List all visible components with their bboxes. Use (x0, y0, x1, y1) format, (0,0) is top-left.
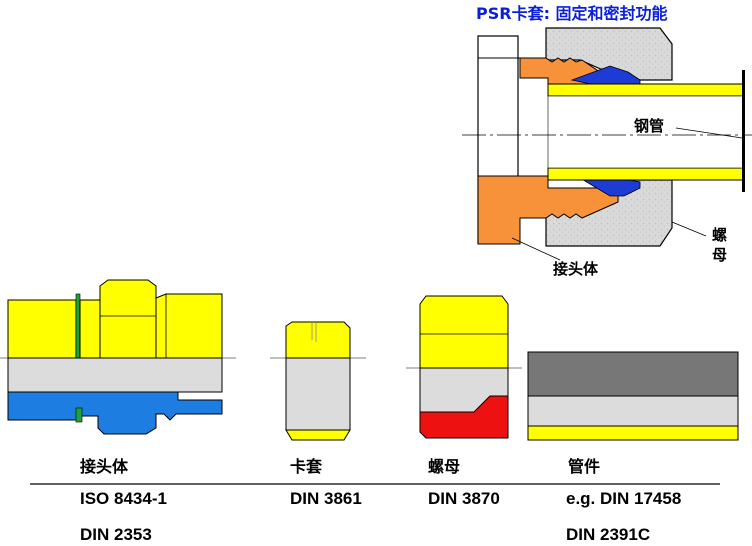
nut-drawing (406, 295, 522, 439)
fitting-body-drawing (0, 279, 236, 435)
tube-drawing (527, 351, 739, 441)
nut-label-char1: 螺 (712, 226, 727, 244)
ferrule-drawing (270, 321, 366, 441)
tube-wall-upper (547, 83, 745, 97)
diagram-title: PSR卡套: 固定和密封功能 (476, 4, 668, 23)
column-heading-body: 接头体 (80, 457, 129, 476)
column-heading-nut: 螺母 (428, 457, 460, 476)
standard-body-1: ISO 8434-1 (80, 489, 167, 508)
column-heading-ferrule: 卡套 (290, 457, 323, 476)
standard-tube-1: e.g. DIN 17458 (566, 489, 681, 508)
standard-tube-2: DIN 2391C (566, 525, 650, 544)
standard-ferrule-1: DIN 3861 (290, 489, 362, 508)
nut-label-char2: 母 (712, 246, 727, 264)
standard-body-2: DIN 2353 (80, 525, 152, 544)
column-heading-tube: 管件 (568, 457, 600, 476)
tube-wall-lower (547, 167, 745, 181)
body-lower-section (477, 175, 619, 245)
cross-section (462, 27, 752, 261)
standard-nut-1: DIN 3870 (428, 489, 500, 508)
body-label: 接头体 (553, 260, 599, 278)
steel-tube-label: 钢管 (634, 117, 664, 135)
